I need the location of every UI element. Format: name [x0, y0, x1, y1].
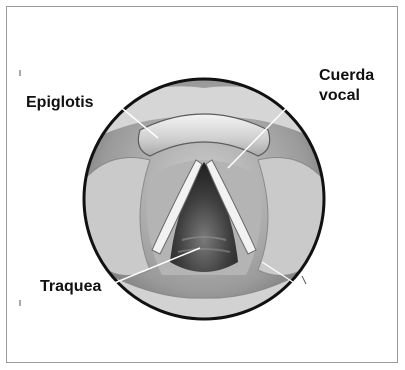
vocal-cord-label-line2: vocal — [319, 87, 360, 104]
larynx-view — [80, 75, 330, 325]
trachea-label: Traquea — [40, 278, 101, 295]
right-fold-tissue — [258, 158, 326, 276]
epiglottis-label: Epiglotis — [26, 94, 94, 111]
left-fold-tissue — [82, 158, 150, 276]
vocal-cord-label-line1: Cuerda — [319, 67, 374, 84]
edge-tick-right — [302, 276, 306, 284]
